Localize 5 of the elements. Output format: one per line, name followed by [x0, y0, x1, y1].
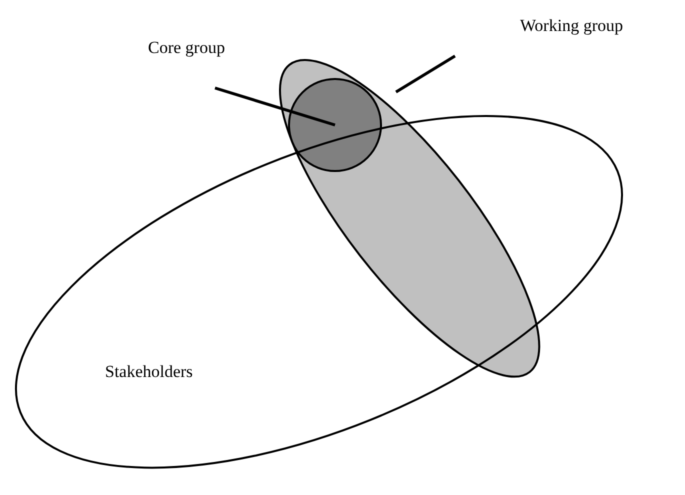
leader-line	[395, 54, 456, 94]
group-label: Core group	[148, 38, 225, 58]
group-label: Stakeholders	[104, 362, 193, 382]
group-label: Working group	[520, 16, 623, 36]
leader-line	[214, 86, 336, 126]
